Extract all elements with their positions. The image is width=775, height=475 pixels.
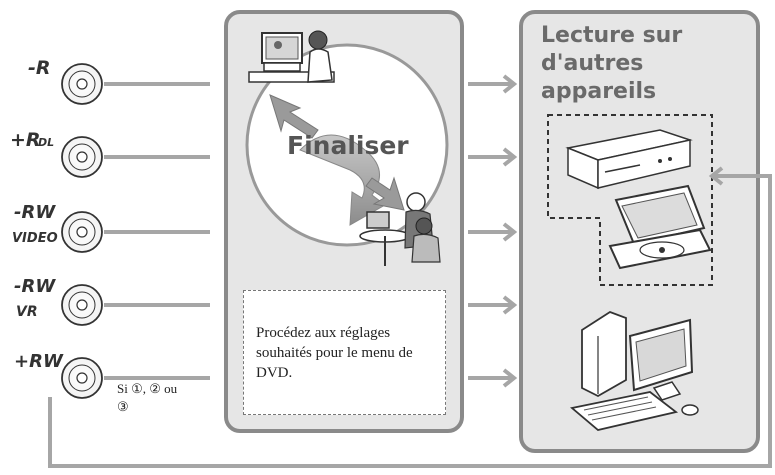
output-arrow-2	[468, 147, 518, 167]
disc-plus-r-dl-sub: DL	[38, 136, 54, 149]
finalize-label: Finaliser	[287, 131, 409, 160]
playback-devices-dashed-box	[547, 114, 713, 286]
desktop-computer-icon	[570, 310, 699, 431]
portable-dvd-player-icon	[608, 184, 712, 270]
dvd-menu-note-text: Procédez aux réglages souhaités pour le …	[256, 325, 413, 381]
laptop-viewers-illustration-icon	[359, 192, 441, 266]
right-title-line-1: Lecture sur	[541, 23, 682, 48]
disc-plus-rw-label: +RW	[14, 351, 64, 372]
disc-minus-rw-vr-label: -RW	[14, 276, 56, 297]
dvd-menu-note-box: Procédez aux réglages souhaités pour le …	[243, 290, 446, 415]
disc-plus-rw: +RW	[14, 351, 103, 399]
output-arrow-3	[468, 222, 518, 242]
bypass-arrow	[48, 166, 772, 468]
finalize-arrow-up-icon	[269, 94, 319, 139]
right-title-line-2: d'autres	[541, 51, 643, 76]
output-arrow-5	[468, 368, 518, 388]
disc-minus-r: -R	[28, 57, 103, 105]
output-arrow-4	[468, 295, 518, 315]
tv-viewer-illustration-icon	[248, 30, 335, 83]
disc-minus-rw-video-label: -RW	[14, 202, 56, 223]
disc-plus-r-dl: +R DL	[10, 129, 103, 178]
finalize-arrow-down-icon	[365, 176, 405, 211]
right-title-line-3: appareils	[541, 79, 656, 104]
right-panel-title: Lecture sur d'autres appareils	[541, 23, 682, 104]
disc-minus-r-label: -R	[28, 57, 51, 79]
disc-minus-rw-vr-sub: VR	[16, 304, 38, 320]
disc-minus-rw-video-sub: VIDEO	[12, 231, 58, 246]
output-arrows	[468, 74, 518, 388]
condition-text: Si ①, ② ou ③	[117, 381, 178, 414]
disc-connectors	[104, 82, 210, 380]
disc-plus-r-dl-label: +R	[10, 129, 41, 151]
disc-minus-rw-video: -RW VIDEO	[12, 202, 103, 253]
dvd-player-icon	[565, 129, 693, 190]
output-arrow-1	[468, 74, 518, 94]
disc-minus-rw-vr: -RW VR	[14, 276, 103, 326]
